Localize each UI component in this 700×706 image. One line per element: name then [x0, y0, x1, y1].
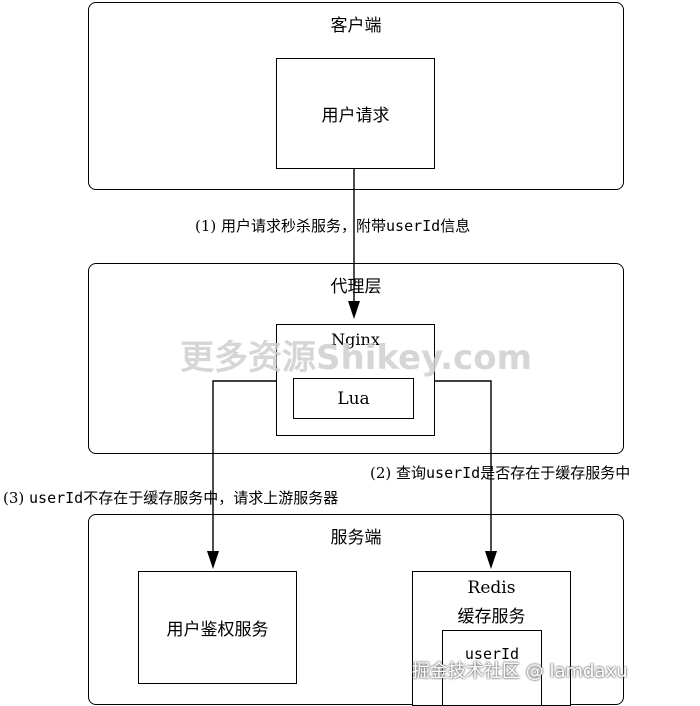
redis-label: Redis: [467, 578, 516, 598]
userid-box: userId: [442, 630, 542, 706]
cache-service-label: 缓存服务: [457, 607, 526, 627]
watermark-bottom-right: 掘金技术社区 @ lamdaxu: [412, 661, 628, 682]
step1-code: userId: [386, 217, 441, 235]
step3-label: (3) userId不存在于缓存服务中，请求上游服务器: [3, 487, 338, 508]
step1-suffix: 信息: [440, 217, 471, 235]
user-request-box: 用户请求: [276, 58, 435, 169]
auth-service-box: 用户鉴权服务: [138, 571, 297, 684]
step2-suffix: 是否存在于缓存服务中: [480, 464, 631, 482]
userid-label: userId: [464, 645, 520, 663]
step2-prefix: (2) 查询: [370, 464, 427, 482]
step3-prefix: (3): [3, 489, 30, 507]
step3-code: userId: [29, 489, 84, 507]
arrowhead-to-nginx: [348, 301, 360, 319]
proxy-layer-title: 代理层: [330, 277, 382, 297]
lua-box: Lua: [293, 378, 414, 419]
step2-label: (2) 查询userId是否存在于缓存服务中: [370, 462, 630, 483]
arrowhead-to-auth: [207, 551, 219, 569]
arrowhead-to-redis: [485, 551, 497, 569]
server-layer-title: 服务端: [330, 528, 382, 548]
client-layer-title: 客户端: [330, 16, 382, 36]
step2-code: userId: [426, 464, 481, 482]
step3-suffix: 不存在于缓存服务中，请求上游服务器: [83, 489, 339, 507]
watermark-center: 更多资源Shikey.com: [180, 338, 533, 378]
step1-prefix: (1) 用户请求秒杀服务，附带: [195, 217, 387, 235]
nginx-label: Nginx: [331, 330, 380, 349]
step1-label: (1) 用户请求秒杀服务，附带userId信息: [195, 215, 470, 236]
